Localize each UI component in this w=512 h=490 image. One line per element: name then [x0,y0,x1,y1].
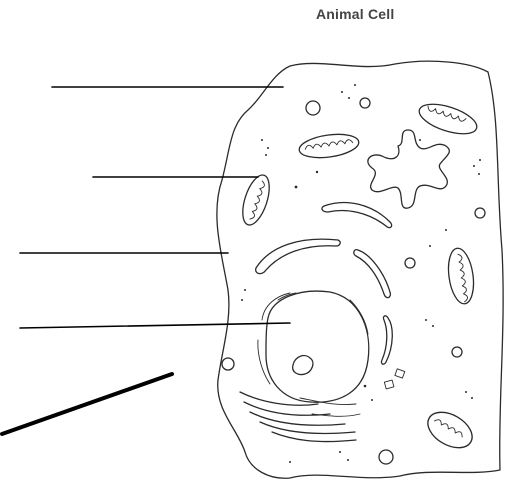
rough-er-left [256,239,340,273]
vacuole [405,258,415,268]
label-line-4 [20,323,290,328]
nucleus [258,291,369,402]
er-strand-right [381,316,392,364]
golgi-apparatus [240,392,360,442]
lysosome [452,347,462,357]
smooth-endoplasmic-reticulum [368,130,450,208]
label-line-5 [2,374,172,434]
vacuole [475,208,485,218]
mitochondrion-bottom-right [422,405,479,455]
mitochondrion-left [238,172,275,228]
lysosome [306,101,320,115]
er-strand-top [322,203,392,228]
lysosome [360,98,370,108]
nucleolus [293,356,313,375]
cytoplasm-dots [241,84,481,463]
mitochondrion-upper [298,131,360,161]
mitochondrion-top-right [416,98,480,139]
lysosome [222,358,234,370]
rough-er-right [354,250,391,298]
lysosome [379,450,393,464]
mitochondrion-right [445,247,477,306]
centriole [384,369,404,389]
